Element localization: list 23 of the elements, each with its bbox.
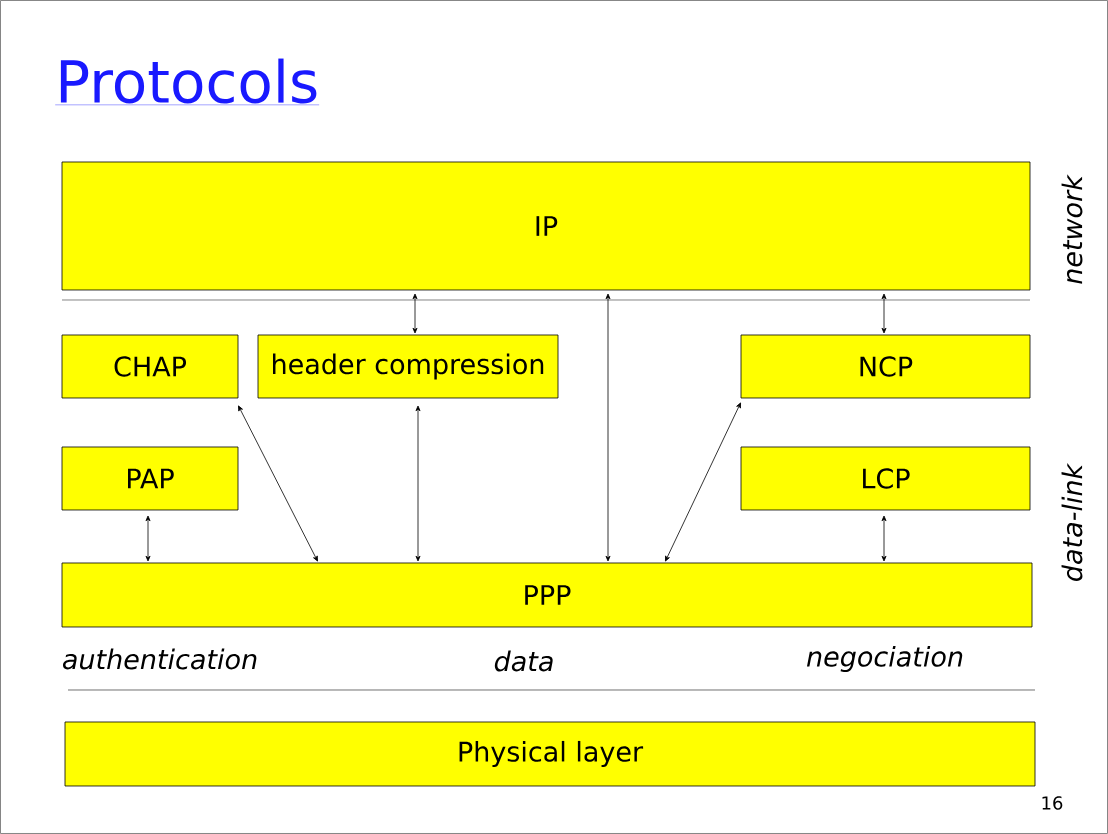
column-label: data [494, 650, 553, 672]
layer-label: network [1061, 174, 1083, 284]
double-arrow [145, 515, 151, 562]
page-number: 16 [1042, 796, 1063, 810]
protocol-box: PPP [61, 562, 1033, 628]
protocol-box: header compression [257, 334, 559, 399]
protocol-box: Physical layer [64, 721, 1036, 787]
double-arrow [881, 515, 887, 562]
double-arrow [605, 293, 611, 562]
double-arrow [881, 293, 887, 334]
protocol-box: LCP [740, 446, 1031, 511]
column-label: negociation [806, 645, 963, 673]
protocol-box: IP [61, 161, 1031, 291]
double-arrow [665, 402, 741, 562]
double-arrow [415, 405, 421, 562]
title: Protocols [55, 58, 320, 106]
column-label: authentication [63, 648, 257, 670]
double-arrow [412, 293, 418, 334]
protocol-box: PAP [61, 446, 239, 511]
protocol-box: NCP [740, 334, 1031, 399]
layer-label: data-link [1061, 462, 1083, 581]
protocol-box: CHAP [61, 334, 239, 399]
double-arrow [238, 405, 318, 562]
